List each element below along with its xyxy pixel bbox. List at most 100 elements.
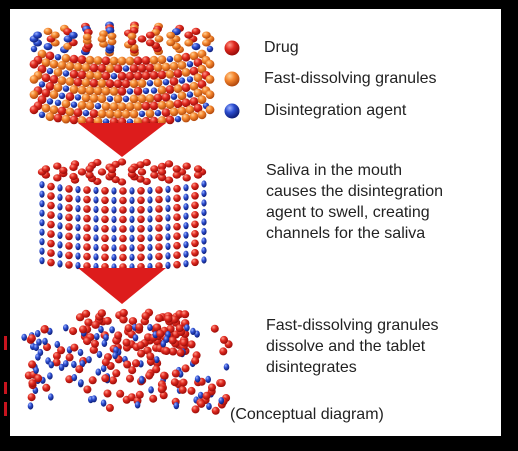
drug-particle [150,165,159,173]
granule-particle [107,38,117,46]
drug-particle [191,356,200,365]
drug-particle [181,52,191,62]
drug-particle [57,106,67,116]
agent-particle [146,80,154,87]
drug-particle [132,359,140,368]
drug-particle [141,71,151,81]
drug-particle [145,31,155,39]
drug-particle [113,64,123,73]
drug-particle [79,325,87,334]
agent-particle [39,247,45,255]
drug-particle [65,223,73,231]
agent-particle [27,402,34,410]
granule-particle [157,55,167,65]
agent-particle [78,379,84,387]
agent-particle [57,212,63,220]
drug-particle [103,389,112,398]
drug-particle [89,345,99,354]
drug-particle [180,310,190,319]
agent-particle [54,340,61,349]
drug-particle [210,324,219,333]
granule-particle [189,51,199,61]
drug-particle [97,63,107,73]
granule-particle [177,61,187,70]
granule-particle [45,112,55,122]
drug-particle [187,340,196,349]
agent-particle [165,195,171,203]
agent-particle [113,346,119,354]
drug-particle [191,405,200,414]
drug-particle [165,85,175,94]
granule-particle [145,109,155,118]
drug-particle [155,186,163,194]
granule-particle [173,53,183,63]
drug-particle [141,312,150,320]
diagram-panel: Drug Fast-dissolving granules Disintegra… [10,9,501,436]
granule-particle [113,94,123,104]
agent-particle [147,243,153,252]
drug-particle [187,386,196,395]
drug-particle [83,337,92,346]
granule-particle [93,56,103,65]
granule-particle [81,93,91,103]
agent-particle [39,228,45,236]
granule-particle [41,103,51,113]
drug-particle [136,341,145,350]
agent-particle [183,184,189,192]
drug-particle [155,243,163,251]
agent-particle [129,206,135,214]
agent-particle [165,223,171,231]
granule-particle [125,102,135,111]
granule-particle [154,35,164,43]
granule-particle [189,112,199,122]
granule-particle [113,109,123,119]
agent-particle [94,333,100,341]
agent-particle [126,88,134,95]
drug-particle [105,403,114,412]
agent-particle [139,376,145,384]
drug-particle [73,108,83,117]
granule-particle [49,59,59,69]
granule-particle [166,39,176,47]
drug-particle [83,205,91,213]
drug-particle [126,374,134,383]
agent-particle [166,55,174,63]
granule-particle [73,62,83,72]
drug-particle [101,215,109,224]
agent-particle [165,261,171,269]
granule-particle [193,73,203,83]
drug-particle [181,364,190,373]
drug-particle [73,77,83,87]
granule-particle [166,31,176,39]
drug-particle [173,69,183,78]
granule-particle [101,86,111,96]
drug-particle [155,262,163,270]
agent-particle [68,31,78,39]
drug-particle [69,163,78,172]
drug-particle [150,171,159,179]
granule-particle [202,39,211,47]
drug-particle [112,369,121,378]
drug-particle [69,115,79,125]
drug-particle [193,171,203,179]
drug-particle [119,234,127,243]
drug-particle [27,334,36,343]
drug-particle [127,166,137,174]
granule-particle [107,32,117,40]
agent-particle [147,253,153,261]
drug-particle [123,360,132,369]
drug-particle [89,78,99,88]
agent-particle [183,212,189,220]
drug-particle [101,56,111,66]
agent-particle [201,256,207,264]
granule-particle [53,83,63,92]
drug-particle [45,51,55,61]
agent-particle [129,187,135,195]
agent-particle [129,215,135,223]
drug-particle [157,385,166,394]
granule-particle [93,71,103,81]
drug-particle [191,230,199,238]
drug-particle [117,71,127,81]
drug-particle [83,195,91,204]
drug-particle [88,376,97,385]
